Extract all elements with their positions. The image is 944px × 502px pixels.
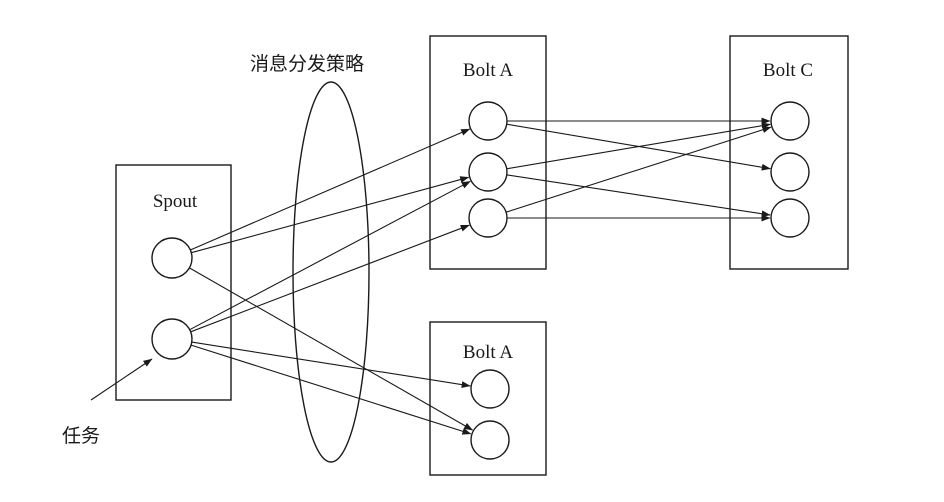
edge-spout-0-to-boltA1-0 — [190, 128, 471, 251]
edge-boltA1-1-to-boltC-0 — [506, 122, 771, 170]
edge-boltA1-1-to-boltC-2 — [506, 174, 771, 218]
bolt-a-top-executor-2 — [468, 152, 508, 192]
edge-spout-1-to-boltA1-1 — [189, 180, 471, 331]
task-input-arrow — [90, 358, 153, 401]
edge-spout-0-to-boltA1-1 — [191, 176, 470, 254]
bolt-a-bottom-label: Bolt A — [463, 342, 513, 363]
task-label: 任务 — [62, 425, 100, 447]
edge-boltA1-2-to-boltC-0 — [505, 126, 772, 213]
edge-spout-0-to-boltA2-1 — [189, 267, 473, 431]
spout-executor-2 — [151, 318, 193, 360]
bolt-a-top-label: Bolt A — [463, 60, 513, 81]
spout-label: Spout — [153, 191, 198, 212]
edge-spout-1-to-boltA2-0 — [191, 341, 471, 388]
dispatch-strategy-label: 消息分发策略 — [250, 53, 364, 75]
edge-spout-1-to-boltA2-1 — [190, 344, 472, 435]
bolt-a-top-executor-3 — [468, 198, 508, 238]
bolt-c-executor-3 — [770, 198, 810, 238]
stream-edges — [189, 117, 772, 435]
edge-spout-1-to-boltA1-2 — [190, 224, 470, 333]
spout-box — [115, 164, 232, 401]
bolt-c-executor-2 — [770, 152, 810, 192]
bolt-a-bottom-executor-2 — [470, 420, 510, 460]
spout-executor-1 — [151, 237, 193, 279]
dispatch-strategy-ellipse — [292, 81, 370, 463]
bolt-a-top-executor-1 — [468, 101, 508, 141]
bolt-c-executor-1 — [770, 101, 810, 141]
bolt-c-label: Bolt C — [763, 60, 813, 81]
bolt-a-bottom-executor-1 — [470, 369, 510, 409]
